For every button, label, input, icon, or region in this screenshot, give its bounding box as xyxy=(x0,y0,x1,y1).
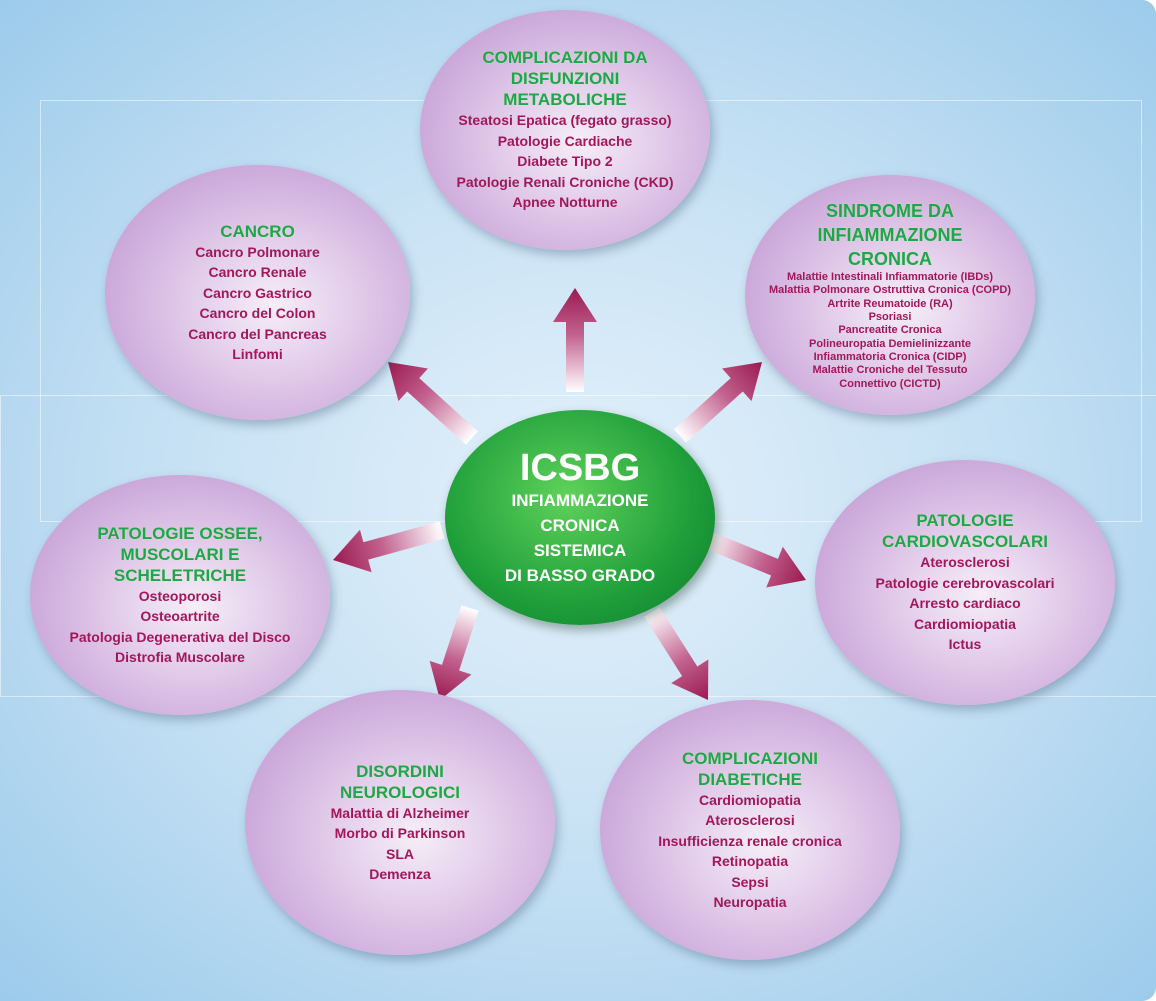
node-item: Neuropatia xyxy=(713,894,787,910)
node-item: Psoriasi xyxy=(868,311,912,324)
node-item: Patologie cerebrovascolari xyxy=(875,574,1055,591)
node-item: Cardiomiopatia xyxy=(699,791,801,808)
node-item: Patologie Cardiache xyxy=(497,132,633,149)
node-item: Polineuropatia Demielinizzante xyxy=(809,337,971,350)
node-item: Aterosclerosi xyxy=(920,554,1010,571)
node-item: Sepsi xyxy=(731,873,769,890)
arrow-icon xyxy=(333,521,445,573)
node-item: Cancro Polmonare xyxy=(195,243,320,260)
node-item: Infiammatoria Cronica (CIDP) xyxy=(813,350,967,363)
node-title: PATOLOGIE CARDIOVASCOLARI xyxy=(882,511,1048,552)
node-ossee: PATOLOGIE OSSEE, MUSCOLARI E SCHELETRICH… xyxy=(30,475,330,715)
node-item: Cancro del Pancreas xyxy=(188,325,327,342)
node-item: Steatosi Epatica (fegato grasso) xyxy=(458,112,672,129)
center-acronym: ICSBG xyxy=(519,446,641,489)
node-item: Malattie Intestinali Infiammatorie (IBDs… xyxy=(787,271,993,284)
node-item: Cardiomiopatia xyxy=(914,615,1016,632)
node-item: Malattie Croniche del Tessuto xyxy=(812,364,968,377)
node-item: Aterosclerosi xyxy=(705,812,795,828)
center-node-icsbg: ICSBG INFIAMMAZIONE CRONICA SISTEMICA DI… xyxy=(445,410,715,625)
arrow-icon xyxy=(704,531,806,588)
node-item: Distrofia Muscolare xyxy=(115,649,245,665)
center-line: DI BASSO GRADO xyxy=(504,565,656,585)
node-item: Osteoporosi xyxy=(138,587,222,604)
arrow-icon xyxy=(644,607,709,700)
node-metaboliche: COMPLICAZIONI DA DISFUNZIONI METABOLICHE… xyxy=(420,10,710,250)
center-line: CRONICA xyxy=(540,515,620,535)
center-line: INFIAMMAZIONE xyxy=(511,490,649,510)
node-item: Insufficienza renale cronica xyxy=(658,832,842,849)
node-neuro: DISORDINI NEUROLOGICI Malattia di Alzheim… xyxy=(245,690,555,955)
node-item: SLA xyxy=(386,845,414,862)
node-item: Pancreatite Cronica xyxy=(838,324,942,337)
node-item: Artrite Reumatoide (RA) xyxy=(827,297,953,310)
node-item: Patologia Degenerativa del Disco xyxy=(69,628,291,645)
node-item: Osteoartrite xyxy=(140,608,220,624)
background-grid xyxy=(0,395,1156,697)
arrow-icon xyxy=(429,605,479,700)
node-title: PATOLOGIE OSSEE, MUSCOLARI E SCHELETRICH… xyxy=(97,523,263,585)
node-item: Apnee Notturne xyxy=(512,194,618,211)
center-line: SISTEMICA xyxy=(533,540,627,560)
node-item: Cancro Renale xyxy=(208,264,307,280)
node-title: COMPLICAZIONI DA DISFUNZIONI METABOLICHE xyxy=(482,48,648,110)
node-title: CANCRO xyxy=(220,221,295,241)
node-item: Linfomi xyxy=(232,346,283,362)
node-item: Demenza xyxy=(369,866,431,882)
node-item: Malattia di Alzheimer xyxy=(330,804,470,821)
node-item: Cancro Gastrico xyxy=(203,284,312,301)
arrow-icon xyxy=(387,362,479,445)
node-item: Retinopatia xyxy=(711,853,789,869)
arrow-icon xyxy=(673,361,763,443)
node-item: Ictus xyxy=(948,636,982,653)
node-item: Morbo di Parkinson xyxy=(334,825,466,841)
node-title: DISORDINI NEUROLOGICI xyxy=(340,761,460,802)
node-title: COMPLICAZIONI DIABETICHE xyxy=(682,748,818,789)
node-item: Cancro del Colon xyxy=(199,305,316,321)
node-item: Connettivo (CICTD) xyxy=(839,377,941,390)
node-title: SINDROME DA INFIAMMAZIONE CRONICA xyxy=(817,201,963,270)
node-item: Malattia Polmonare Ostruttiva Cronica (C… xyxy=(768,284,1012,297)
node-item: Diabete Tipo 2 xyxy=(517,153,613,170)
arrow-icon xyxy=(553,288,597,392)
node-item: Arresto cardiaco xyxy=(909,595,1021,612)
node-item: Patologie Renali Croniche (CKD) xyxy=(456,173,674,190)
